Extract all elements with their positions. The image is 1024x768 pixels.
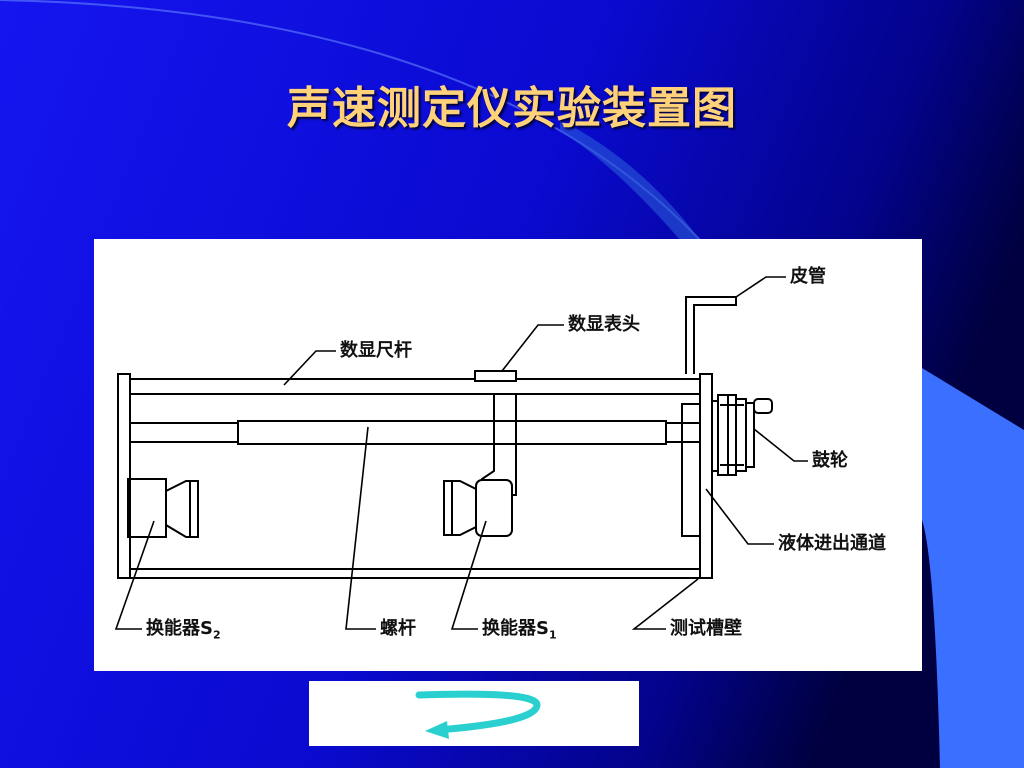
return-nav-button[interactable] — [309, 681, 639, 746]
transducer-s2-body — [127, 478, 167, 538]
hose — [685, 296, 737, 374]
display-head — [474, 370, 517, 382]
label-hose: 皮管 — [790, 266, 826, 287]
label-digital-display-head: 数显表头 — [568, 314, 640, 335]
label-transducer-s1-text: 换能器S — [482, 618, 549, 639]
label-transducer-s1-sub: 1 — [548, 628, 557, 642]
label-transducer-s2-sub: 2 — [212, 628, 221, 642]
label-tank-wall: 测试槽壁 — [670, 618, 742, 639]
label-digital-ruler: 数显尺杆 — [340, 340, 412, 361]
label-screw-rod: 螺杆 — [380, 618, 416, 639]
apparatus-diagram: 数显尺杆 数显表头 皮管 鼓轮 液体进出通道 换能器S2 螺杆 换能器S1 测试… — [94, 239, 922, 671]
transducer-s1-body — [475, 479, 513, 537]
label-transducer-s2: 换能器S2 — [146, 619, 221, 646]
liquid-channel — [681, 403, 701, 537]
slide-title: 声速测定仪实验装置图 — [287, 83, 737, 134]
label-transducer-s1: 换能器S1 — [482, 619, 557, 646]
screw-rod — [237, 420, 667, 445]
label-liquid-channel: 液体进出通道 — [778, 533, 886, 554]
return-arrow-icon — [415, 690, 541, 739]
left-end-plate — [117, 373, 131, 579]
label-drum-wheel: 鼓轮 — [812, 450, 848, 471]
screw-rod-left — [129, 422, 239, 443]
label-transducer-s2-text: 换能器S — [146, 618, 213, 639]
leader-lines — [114, 276, 808, 630]
right-end-plate — [699, 373, 713, 579]
apparatus-drawing — [114, 276, 808, 630]
